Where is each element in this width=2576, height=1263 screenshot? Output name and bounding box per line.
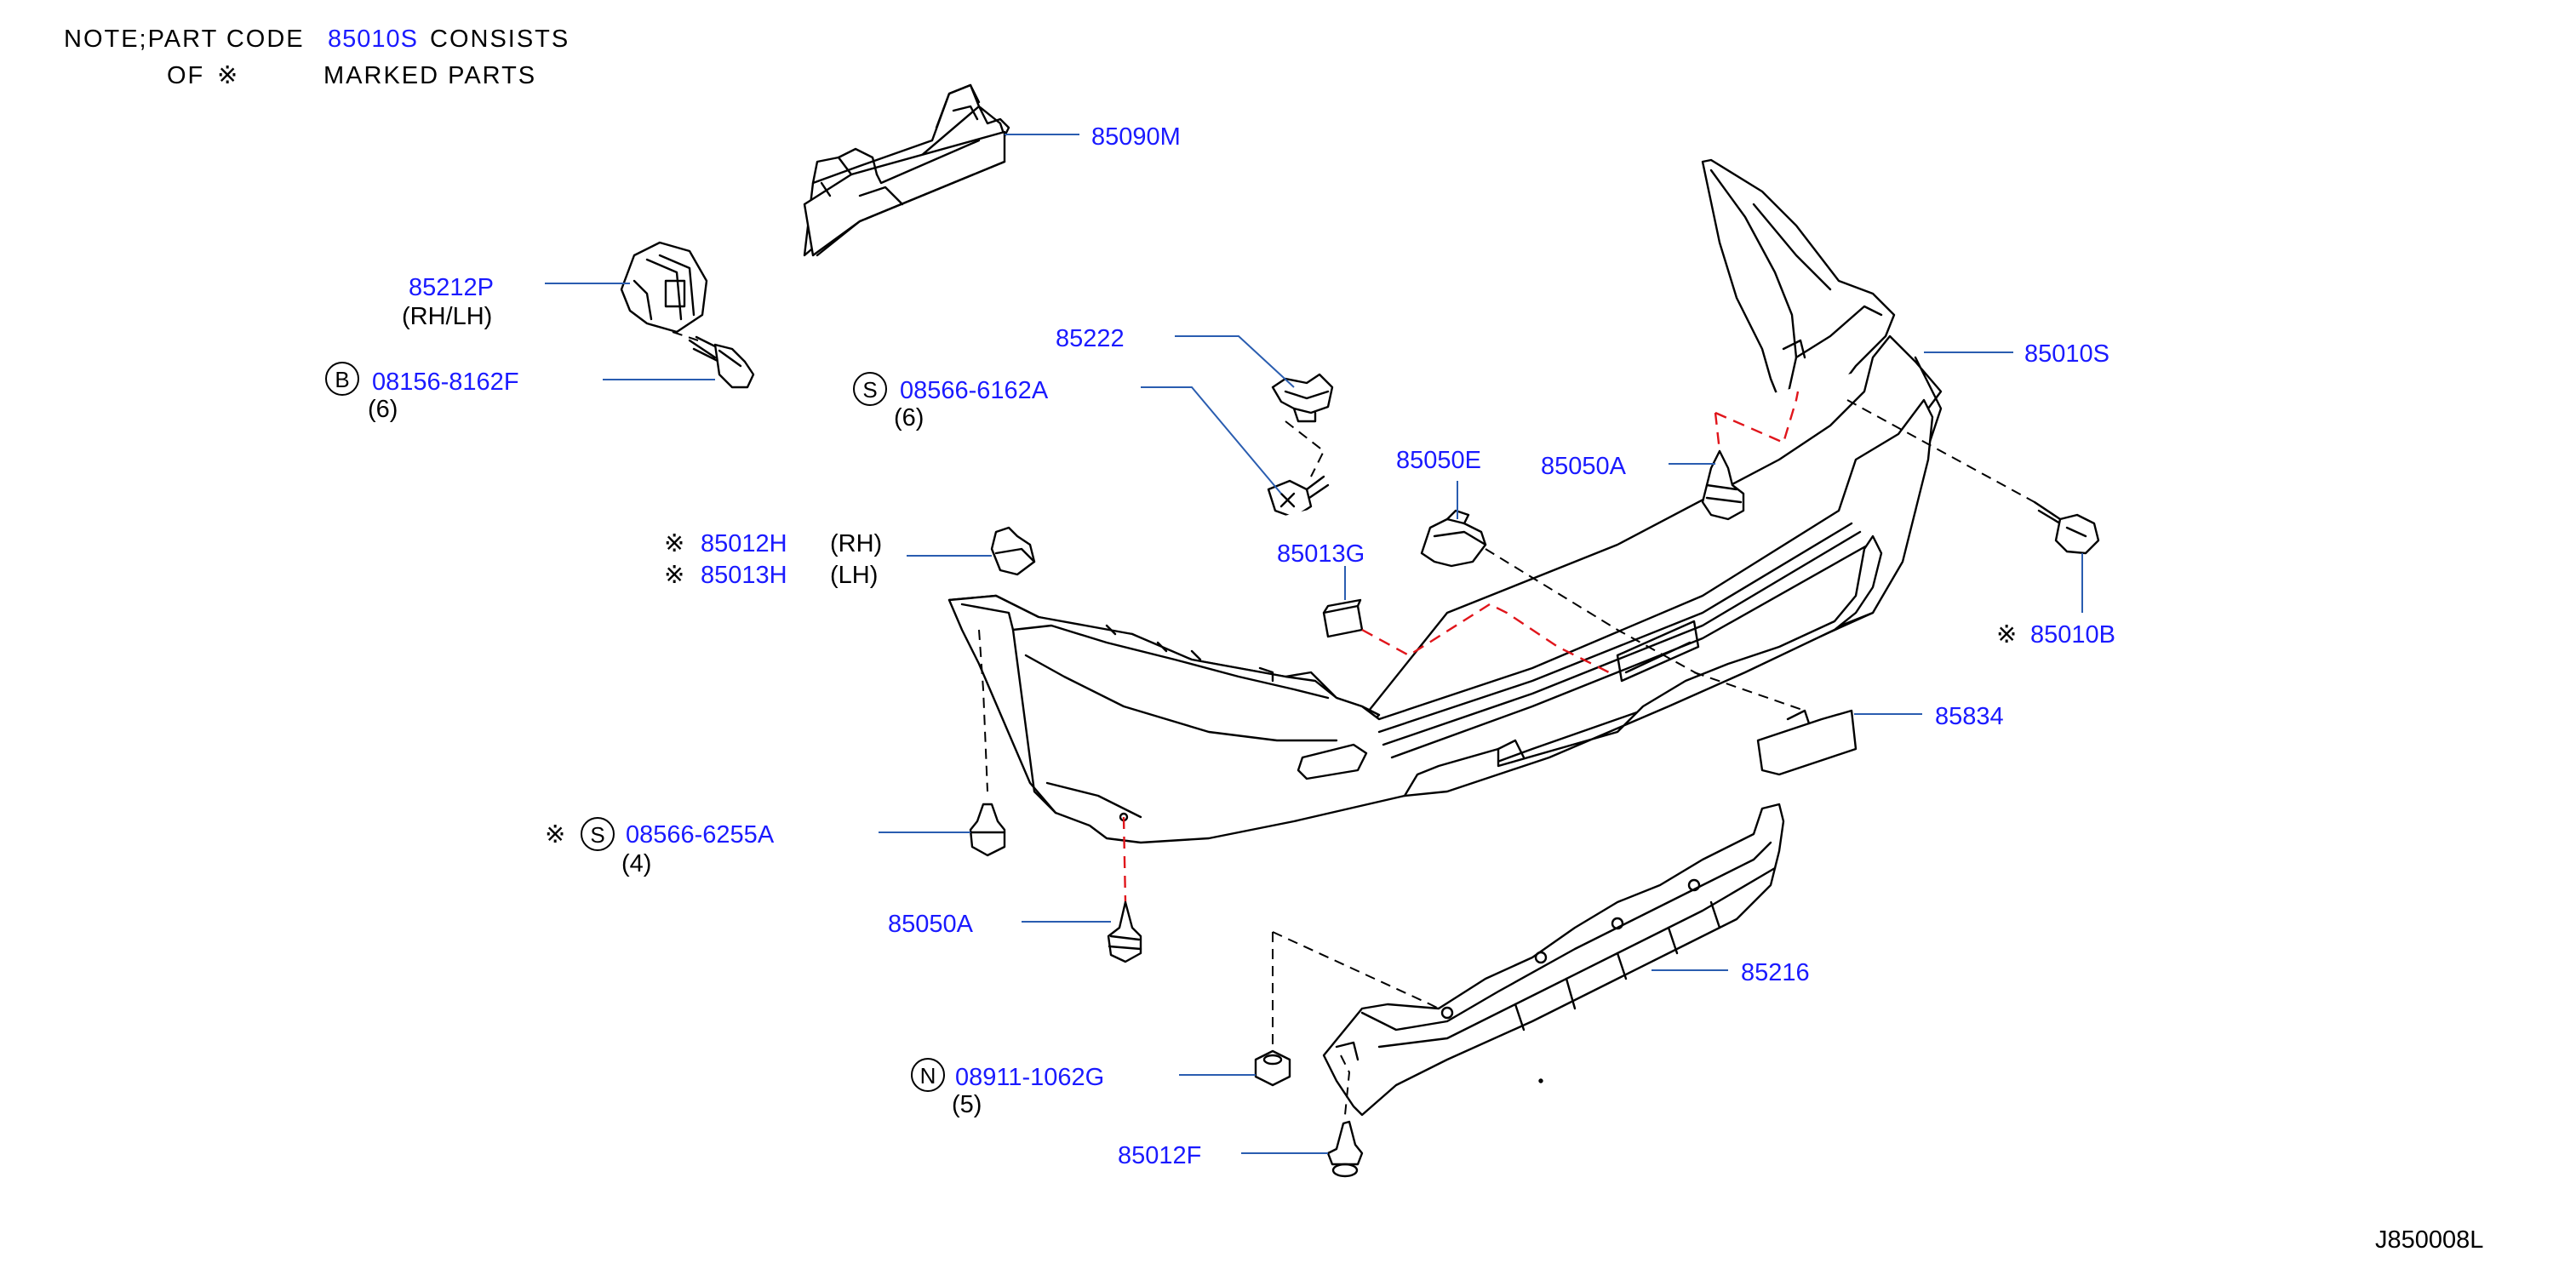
bumper-bracket-85212P	[620, 241, 708, 334]
label-85212P-sub: (RH/LH)	[402, 303, 492, 330]
badge-circle-08566-6162A	[853, 372, 887, 406]
bolt-icon	[1846, 399, 2100, 555]
note-line1-code: 85010S	[328, 26, 418, 53]
bolt-icon	[672, 331, 755, 389]
label-85013H[interactable]: 85013H	[701, 562, 787, 589]
note-block: NOTE;PART CODE 85010S CONSISTS OF ※ MARK…	[64, 26, 570, 89]
qty-08566-6255A: (4)	[621, 850, 651, 877]
badge-08566-6162A: S	[862, 377, 877, 403]
label-85090M[interactable]: 85090M	[1091, 123, 1181, 151]
label-85012H[interactable]: 85012H	[701, 530, 787, 557]
marker-85012H: ※	[664, 530, 684, 557]
label-85050E[interactable]: 85050E	[1396, 447, 1481, 474]
guide-85050E	[1485, 548, 1703, 677]
note-line2-suffix: MARKED PARTS	[323, 62, 536, 89]
label-85013G[interactable]: 85013G	[1277, 540, 1365, 568]
label-08566-6162A[interactable]: 08566-6162A	[900, 377, 1049, 404]
note-line1-prefix: NOTE;PART CODE	[64, 26, 305, 53]
red-guide-mid	[1361, 603, 1610, 674]
red-guide-top-2	[1714, 412, 1721, 452]
marker-85013H: ※	[664, 562, 684, 589]
qty-08156: (6)	[368, 396, 398, 423]
note-line1-suffix: CONSISTS	[430, 26, 570, 53]
label-85010S[interactable]: 85010S	[2024, 340, 2109, 368]
note-line2-of: OF	[167, 62, 204, 89]
side-85012H: (RH)	[830, 530, 882, 557]
clip-icon	[990, 526, 1036, 576]
clip-icon	[1326, 1054, 1364, 1178]
note-line2-marker: ※	[217, 62, 239, 89]
qty-08911: (5)	[952, 1091, 982, 1118]
diagram-id: J850008L	[2375, 1226, 2483, 1254]
clip-icon	[1701, 449, 1745, 521]
bumper-reinforcement-85090M	[803, 83, 1010, 257]
label-85834[interactable]: 85834	[1935, 703, 2004, 730]
label-85050A-top[interactable]: 85050A	[1541, 453, 1627, 480]
marker-08566-6255A: ※	[545, 821, 565, 849]
screw-clip-icon	[969, 629, 1006, 857]
screw-clip-icon	[1267, 420, 1330, 519]
label-85012F[interactable]: 85012F	[1118, 1142, 1201, 1169]
label-08156[interactable]: 08156-8162F	[372, 369, 519, 396]
marker-85010B: ※	[1996, 621, 2017, 649]
badge-08911: N	[920, 1063, 936, 1089]
nut-icon	[1254, 932, 1291, 1087]
label-85216[interactable]: 85216	[1741, 959, 1810, 986]
badge-circle-08566-6255A	[581, 817, 615, 851]
leader-08566-6162A	[1141, 386, 1282, 494]
side-85013H: (LH)	[830, 562, 878, 589]
qty-08566-6162A: (6)	[894, 404, 924, 431]
label-08566-6255A[interactable]: 08566-6255A	[626, 821, 775, 849]
leader-85222	[1175, 335, 1295, 388]
label-85010B[interactable]: 85010B	[2030, 621, 2115, 649]
red-guide-top	[1714, 391, 1800, 444]
clip-icon	[1271, 373, 1334, 423]
label-85212P[interactable]: 85212P	[409, 274, 494, 301]
clip-icon	[1107, 816, 1142, 963]
badge-08156: B	[335, 367, 349, 392]
label-08911[interactable]: 08911-1062G	[955, 1064, 1104, 1091]
under-cover-85216	[1272, 803, 1785, 1117]
badge-circle-08156	[325, 362, 359, 396]
clip-icon	[1420, 509, 1487, 568]
reflector-85834	[1693, 672, 1858, 776]
label-85222[interactable]: 85222	[1056, 325, 1125, 352]
label-85050A-bottom[interactable]: 85050A	[888, 911, 974, 938]
badge-08566-6255A: S	[590, 822, 604, 848]
badge-circle-08911	[911, 1058, 945, 1092]
